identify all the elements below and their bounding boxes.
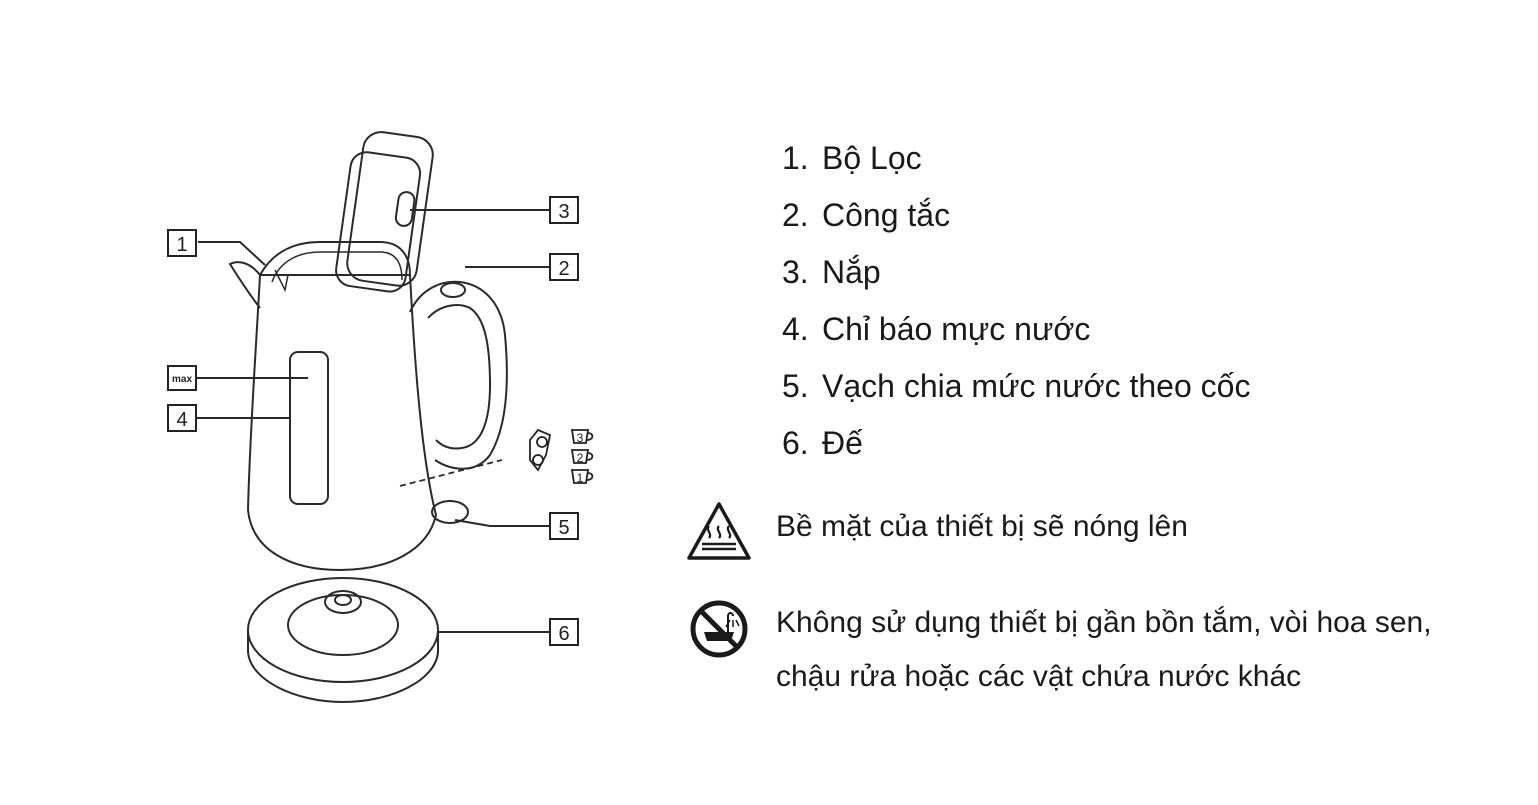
- warning-text: Bề mặt của thiết bị sẽ nóng lên: [776, 510, 1188, 543]
- list-item: 1.Bộ Lọc: [782, 140, 922, 176]
- hot-surface-warning: Bề mặt của thiết bị sẽ nóng lên: [686, 500, 1446, 566]
- list-item: 3.Nắp: [782, 254, 881, 290]
- cup-mark-3: 3: [577, 431, 584, 445]
- callout-3: 3: [549, 196, 579, 224]
- part-label: Bộ Lọc: [822, 140, 922, 176]
- kettle-filter: [274, 269, 289, 293]
- callout-6: 6: [549, 618, 579, 646]
- list-item: 2.Công tắc: [782, 197, 951, 233]
- part-label: Nắp: [822, 254, 881, 290]
- svg-text:2: 2: [558, 258, 569, 280]
- hot-surface-warning-icon: [687, 502, 751, 560]
- list-item: 4.Chỉ báo mực nước: [782, 311, 1091, 347]
- no-water-proximity-icon: [690, 600, 748, 658]
- power-switch: [440, 282, 466, 298]
- cup-level-marker: [431, 500, 469, 524]
- parts-list: 1.Bộ Lọc 2.Công tắc 3.Nắp 4.Chỉ báo mực …: [782, 130, 1250, 472]
- part-label: Vạch chia mức nước theo cốc: [822, 368, 1251, 404]
- svg-text:6: 6: [558, 623, 569, 645]
- svg-text:1: 1: [176, 234, 187, 256]
- part-label: Đế: [822, 425, 863, 461]
- kettle-spout: [228, 261, 261, 309]
- list-item: 6.Đế: [782, 425, 863, 461]
- kettle-base: [247, 577, 439, 704]
- kettle-body: [246, 274, 438, 572]
- svg-text:max: max: [172, 374, 192, 385]
- svg-text:4: 4: [176, 409, 187, 431]
- cup-level-inset: 3 2 1: [529, 428, 594, 485]
- kettle-diagram: 1 3 2 max 4 5 6: [110, 130, 650, 710]
- water-level-window: [289, 351, 329, 505]
- callout-1: 1: [167, 229, 197, 257]
- kettle-lid: [335, 131, 434, 293]
- part-label: Chỉ báo mực nước: [822, 311, 1091, 347]
- list-item: 5.Vạch chia mức nước theo cốc: [782, 368, 1251, 404]
- cup-mark-1: 1: [577, 471, 584, 485]
- kettle-body-rim: [259, 241, 411, 276]
- cup-mark-2: 2: [577, 451, 584, 465]
- kettle-handle: [409, 280, 508, 470]
- water-proximity-warning: Không sử dụng thiết bị gần bồn tắm, vòi …: [686, 596, 1446, 704]
- svg-text:3: 3: [558, 201, 569, 223]
- part-label: Công tắc: [822, 197, 951, 233]
- callout-max: max: [167, 365, 197, 391]
- cup-level-detail-icon: [529, 428, 552, 472]
- callout-5: 5: [549, 512, 579, 540]
- warning-text: Không sử dụng thiết bị gần bồn tắm, vòi …: [776, 606, 1432, 693]
- svg-text:5: 5: [558, 517, 569, 539]
- callout-4: 4: [167, 404, 197, 432]
- kettle-drawing: 1 3 2 max 4 5 6: [167, 131, 594, 704]
- callout-2: 2: [549, 253, 579, 281]
